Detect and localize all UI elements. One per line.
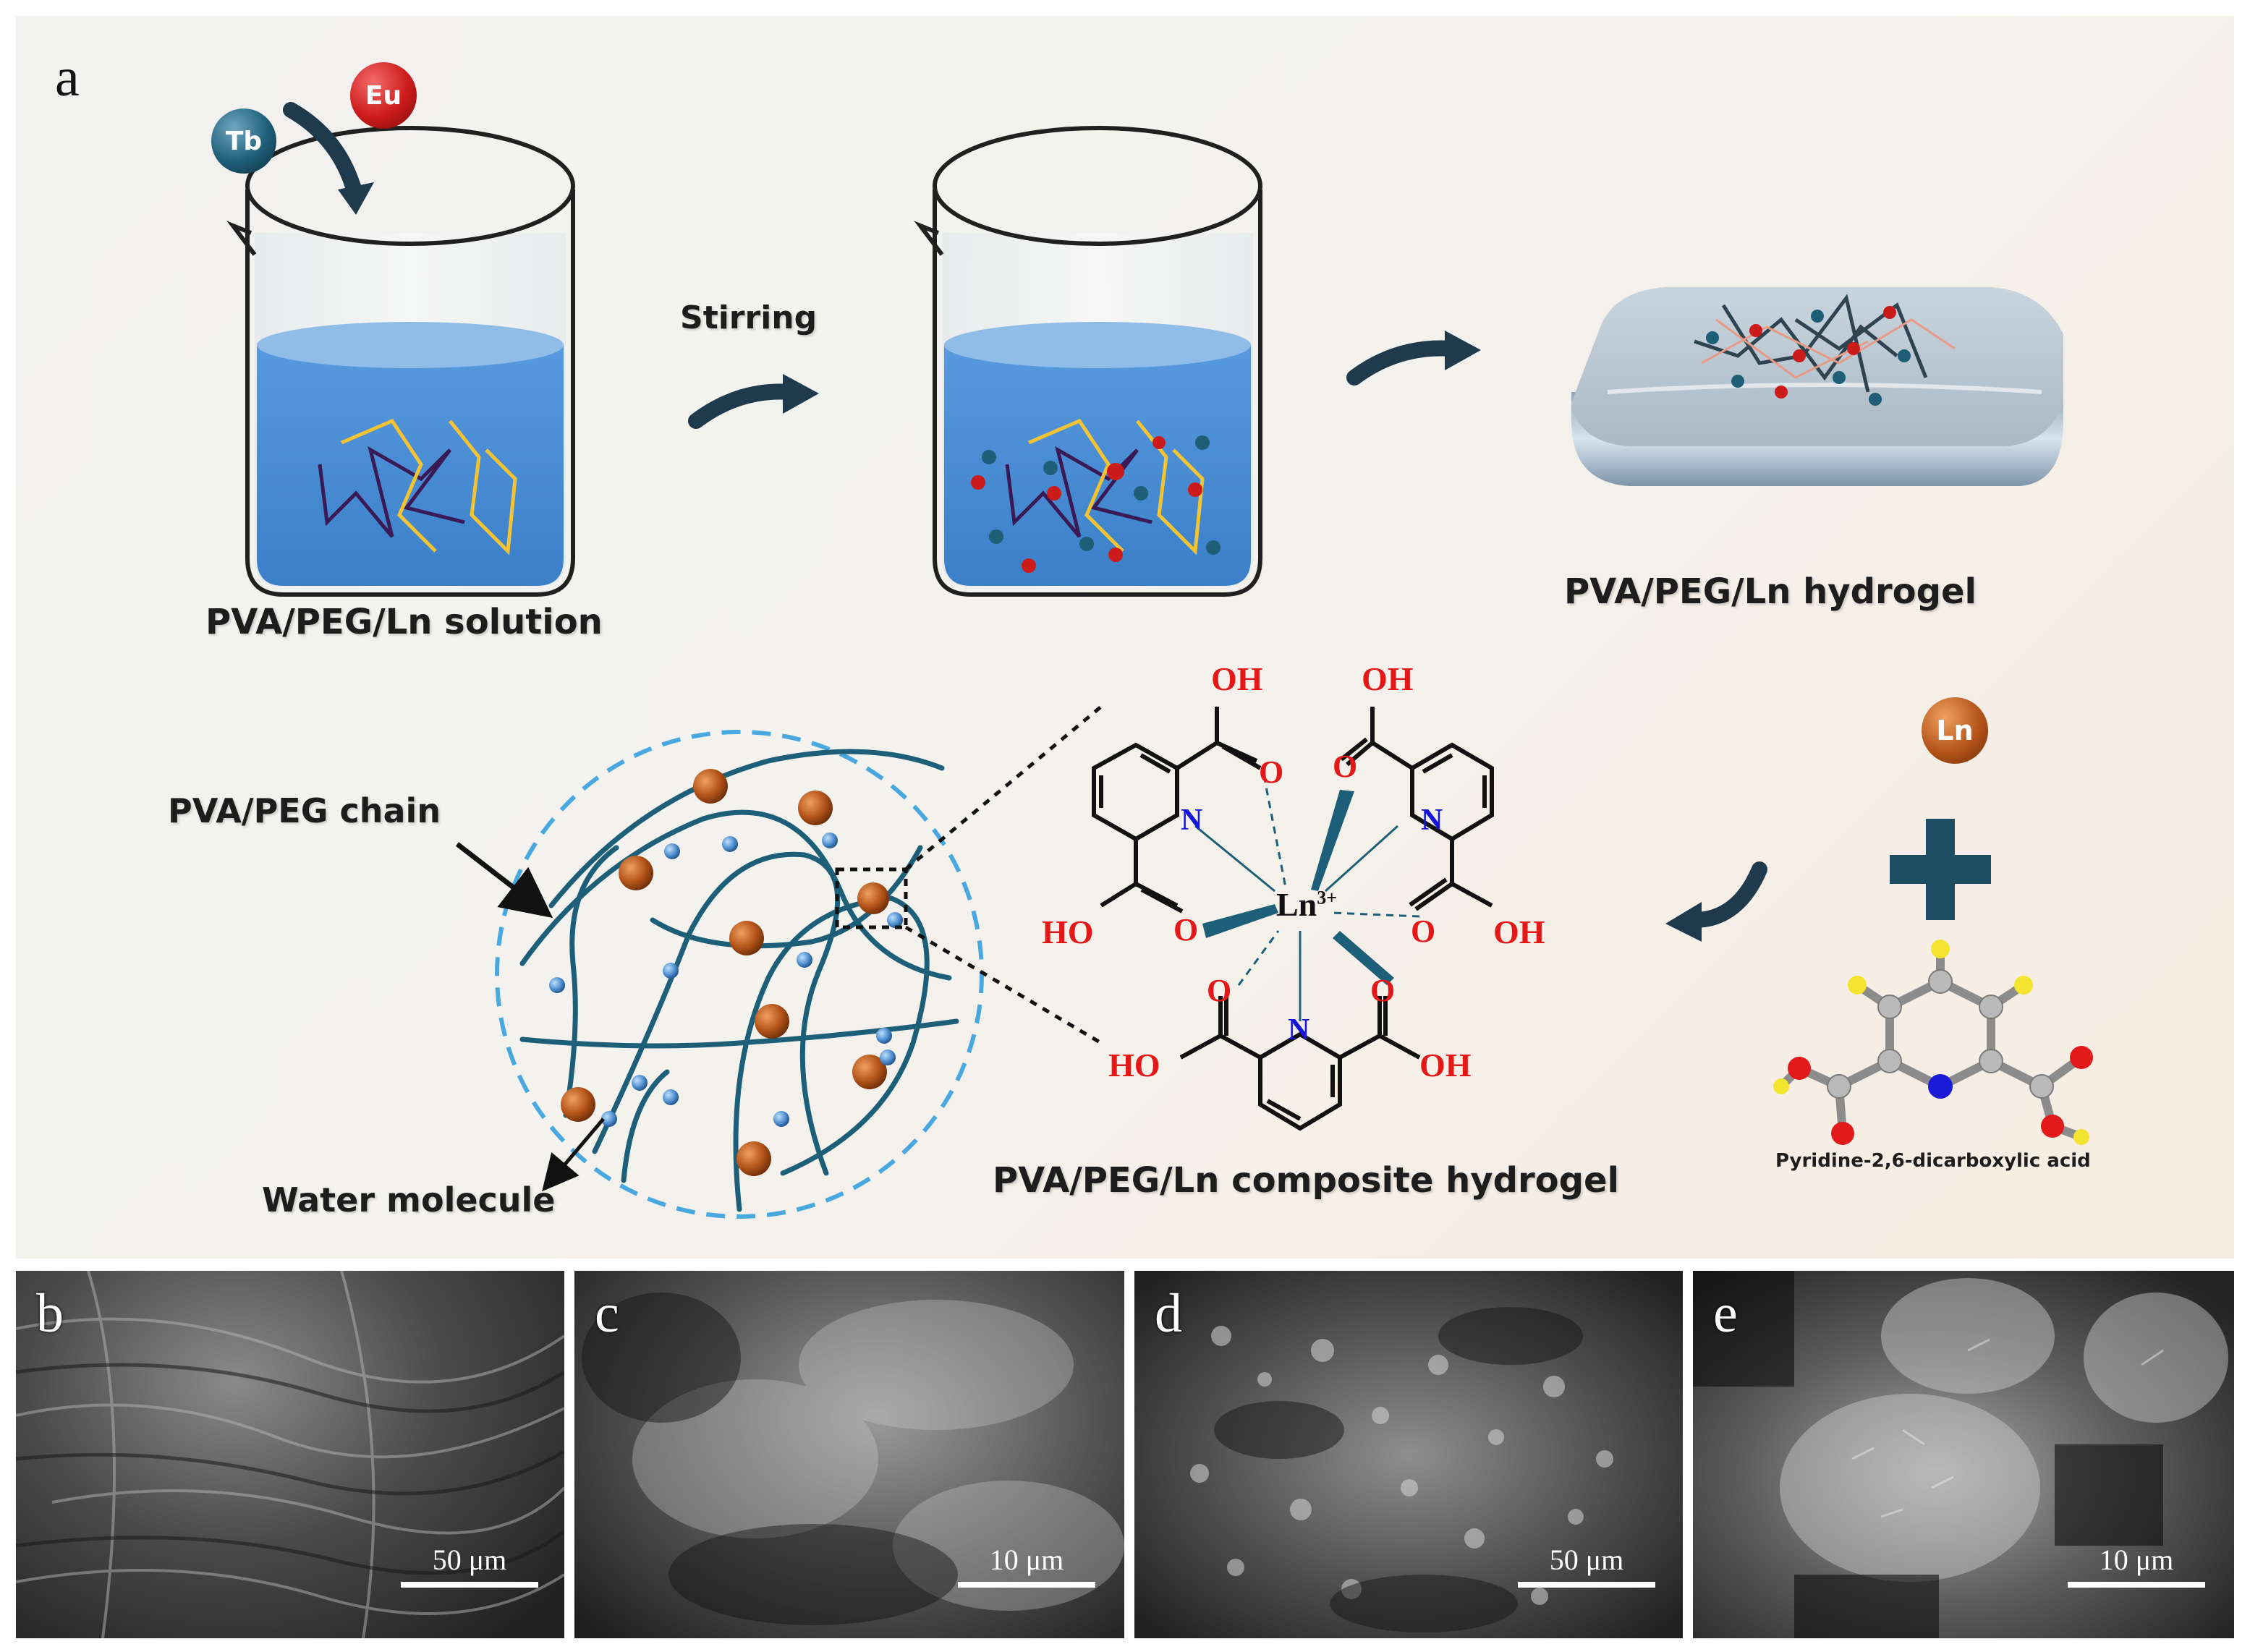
atom-o-5: O	[1207, 973, 1232, 1008]
scale-bar-e	[2068, 1582, 2205, 1588]
zoom-line-bottom	[904, 925, 1103, 1045]
scale-label-c: 10 μm	[989, 1544, 1064, 1576]
atom-o-3: O	[1173, 912, 1199, 948]
sem-panel-e: e 10 μm	[1693, 1271, 2234, 1638]
sem-texture-c	[582, 1293, 1124, 1625]
solution-label: PVA/PEG/Ln solution	[205, 602, 603, 642]
schematic-drawing	[226, 102, 2093, 1219]
atom-o-6: O	[1370, 973, 1396, 1008]
atom-oh-4: OH	[1419, 1047, 1472, 1083]
atom-n-3: N	[1288, 1013, 1310, 1047]
eu-ion: Eu	[350, 62, 417, 129]
sem-panel-c: c 10 μm	[574, 1271, 1124, 1638]
scale-bar-c	[958, 1582, 1095, 1588]
complex-center-ln: Ln3+	[1276, 885, 1337, 924]
atom-oh-1: OH	[1211, 660, 1263, 697]
water-label: Water molecule	[262, 1180, 556, 1219]
curved-arrow-icon-add	[283, 102, 364, 205]
atom-o-2: O	[1333, 749, 1358, 784]
composite-label: PVA/PEG/Ln composite hydrogel	[993, 1160, 1619, 1201]
zoom-line-top	[904, 705, 1103, 871]
arrow-water-pointer	[542, 1117, 605, 1192]
scale-label-e: 10 μm	[2099, 1544, 2174, 1576]
atom-oh-2: OH	[1362, 660, 1414, 697]
scale-label-d: 50 μm	[1549, 1544, 1624, 1576]
atom-ho-1: HO	[1042, 914, 1094, 950]
sem-panel-b: b 50 μm	[16, 1271, 564, 1638]
panel-letter-a: a	[55, 47, 80, 108]
beaker-icon-solution	[226, 126, 575, 597]
panel-letter-e: e	[1713, 1283, 1738, 1344]
tb-ion: Tb	[211, 108, 276, 174]
atom-n-1: N	[1181, 804, 1203, 837]
beaker-icon-stirred	[914, 126, 1262, 597]
panel-letter-d: d	[1155, 1283, 1182, 1344]
scale-bar-d	[1518, 1582, 1655, 1588]
atom-o-4: O	[1411, 914, 1436, 949]
curved-arrow-icon-combine	[1665, 861, 1767, 942]
atom-o-1: O	[1259, 754, 1284, 790]
scale-label-b: 50 μm	[432, 1544, 507, 1576]
ln-complex-wedge-bonds	[1202, 790, 1394, 985]
ligand-label: Pyridine-2,6-dicarboxylic acid	[1775, 1150, 2091, 1172]
panel-letter-b: b	[36, 1283, 64, 1344]
scale-bar-b	[401, 1582, 538, 1588]
sem-texture-b	[16, 1271, 564, 1638]
panel-letter-c: c	[595, 1283, 619, 1344]
complex-center-charge: 3+	[1317, 887, 1338, 908]
complex-center-symbol: Ln	[1276, 886, 1317, 923]
atom-n-2: N	[1421, 804, 1443, 837]
hydrogel-label: PVA/PEG/Ln hydrogel	[1564, 571, 1977, 612]
stirring-label: Stirring	[680, 299, 818, 336]
curved-arrow-icon-stirring	[688, 374, 819, 429]
atom-oh-3: OH	[1493, 914, 1545, 950]
panel-a-schematic: a	[16, 16, 2234, 1259]
atom-ho-2: HO	[1108, 1047, 1160, 1083]
dashed-circle-icon-network	[495, 730, 984, 1219]
ln-ion: Ln	[1922, 697, 1988, 764]
sem-texture-d	[1190, 1307, 1613, 1632]
plus-icon	[1890, 819, 1991, 920]
ln-complex-structure	[1092, 707, 1494, 1131]
ligand-3d-model	[1773, 940, 2093, 1145]
hydrogel-block	[1571, 287, 2063, 486]
chain-label: PVA/PEG chain	[168, 791, 441, 830]
sem-panel-d: d 50 μm	[1134, 1271, 1683, 1638]
curved-arrow-icon-gelation	[1346, 331, 1481, 386]
sem-texture-e	[1693, 1271, 2228, 1638]
arrow-chain-pointer	[455, 842, 553, 919]
